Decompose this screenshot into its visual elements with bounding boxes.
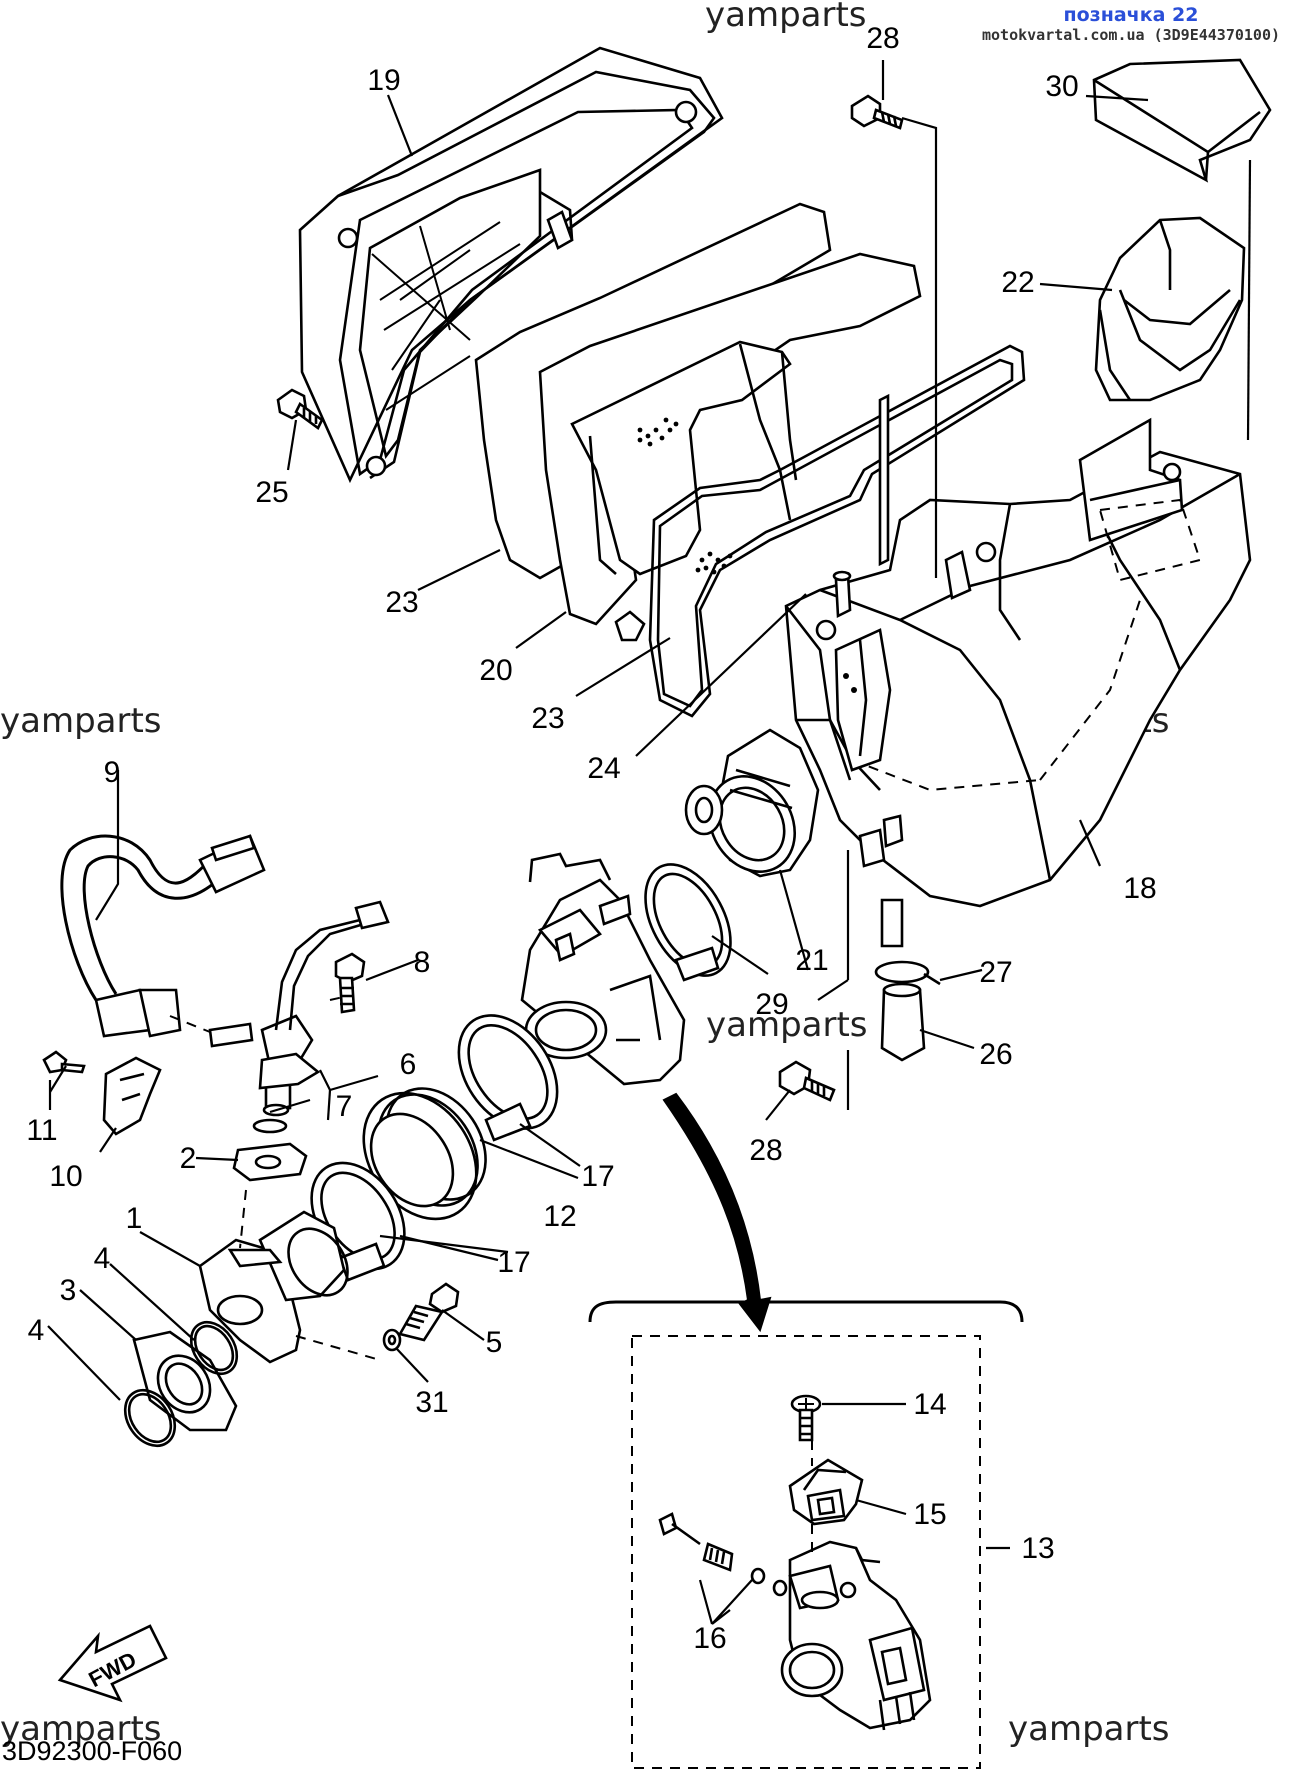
adjust-screw-set-16 (658, 1512, 788, 1597)
label-part-28-top: 28 (866, 22, 899, 55)
detail-pointer-arrow (662, 1092, 772, 1333)
label-part-4-upper: 4 (94, 1242, 111, 1275)
part-number-labels: 19 28 30 22 25 23 20 23 24 18 21 29 27 2… (26, 22, 1156, 1655)
screw-14 (790, 1394, 822, 1442)
label-part-2: 2 (180, 1142, 197, 1175)
washer-31 (382, 1328, 402, 1352)
label-part-10: 10 (49, 1160, 82, 1193)
air-filter-element (538, 252, 922, 642)
bolt-8 (334, 952, 366, 1014)
label-part-21: 21 (795, 944, 828, 977)
element-rod-24 (878, 393, 890, 567)
clip-27 (874, 960, 941, 986)
label-part-30: 30 (1045, 70, 1078, 103)
label-part-11: 11 (26, 1114, 57, 1147)
label-part-4-lower: 4 (28, 1314, 45, 1347)
intake-duct-22 (1078, 216, 1246, 582)
screw-11 (42, 1050, 86, 1074)
joint-21 (684, 728, 820, 878)
detail-bracket (588, 1300, 1024, 1323)
bolt-28-lower (778, 1060, 836, 1102)
detail-box-13 (631, 1335, 981, 1769)
stamp-title: позначка 22 (1063, 4, 1199, 26)
stamp-subtitle: motokvartal.com.ua (3D9E44370100) (981, 26, 1280, 44)
label-part-31: 31 (415, 1386, 448, 1419)
drain-cap-26 (880, 982, 926, 1062)
fuel-hose-9 (60, 834, 266, 1038)
label-part-6: 6 (400, 1048, 417, 1081)
o-ring-4-lower (123, 1388, 177, 1448)
watermark-left: yamparts (0, 701, 162, 741)
diagram-code: 3D92300-F060 (2, 1736, 182, 1766)
label-part-14: 14 (913, 1388, 946, 1421)
label-part-5: 5 (486, 1326, 503, 1359)
bolt-28-top (850, 94, 904, 130)
bracket-10 (102, 1056, 162, 1136)
injector-holder-2 (232, 1142, 308, 1182)
label-part-28-lower: 28 (749, 1134, 782, 1167)
label-part-23-rear: 23 (385, 586, 418, 619)
label-part-29: 29 (755, 988, 788, 1021)
air-filter-case (784, 444, 1252, 908)
document-stamp: позначка 22 motokvartal.com.ua (3D9E4437… (982, 4, 1280, 44)
label-part-22: 22 (1001, 266, 1034, 299)
watermark-bottom-right: yamparts (1008, 1709, 1170, 1749)
o-ring-7 (252, 1118, 288, 1134)
fuel-injector-6 (208, 900, 390, 1117)
watermark-center: yamparts (706, 1005, 868, 1045)
throttle-body (520, 852, 686, 1086)
bolt-25 (276, 388, 324, 430)
bolt-5 (398, 1282, 460, 1342)
forward-direction-arrow: FWD (57, 1624, 168, 1703)
label-part-3: 3 (60, 1274, 77, 1307)
drain-pipe (880, 898, 904, 948)
label-part-9: 9 (104, 756, 121, 789)
clamp-29 (644, 863, 732, 982)
label-part-23-front: 23 (531, 702, 564, 735)
leader-lines (47, 60, 1252, 1625)
joint-12 (362, 1087, 487, 1221)
label-part-13: 13 (1021, 1532, 1054, 1565)
intake-manifold (198, 1210, 349, 1364)
label-part-15: 15 (913, 1498, 946, 1531)
watermark-top: yamparts (705, 0, 867, 35)
o-ring-4-upper (189, 1320, 239, 1376)
watermark-bottom-left: yamparts (0, 1709, 162, 1749)
label-part-1: 1 (126, 1202, 143, 1235)
throttle-sensor-15 (788, 1458, 864, 1526)
label-part-20: 20 (479, 654, 512, 687)
label-part-17-upper: 17 (581, 1160, 614, 1193)
air-filter-cover (298, 46, 724, 484)
cap-30 (1092, 58, 1272, 183)
guide-lines (169, 995, 813, 1560)
label-part-7: 7 (336, 1090, 353, 1123)
label-part-27: 27 (979, 956, 1012, 989)
label-part-8: 8 (414, 946, 431, 979)
label-part-19: 19 (367, 64, 400, 97)
spacer-3 (132, 1330, 238, 1432)
label-part-16: 16 (693, 1622, 726, 1655)
label-part-24: 24 (587, 752, 620, 785)
label-part-26: 26 (979, 1038, 1012, 1071)
label-part-18: 18 (1123, 872, 1156, 905)
throttle-body-detail (780, 1540, 932, 1731)
label-part-12: 12 (543, 1200, 576, 1233)
clamp-17-upper (457, 1014, 559, 1142)
label-part-25: 25 (255, 476, 288, 509)
label-part-17-lower: 17 (497, 1246, 530, 1279)
